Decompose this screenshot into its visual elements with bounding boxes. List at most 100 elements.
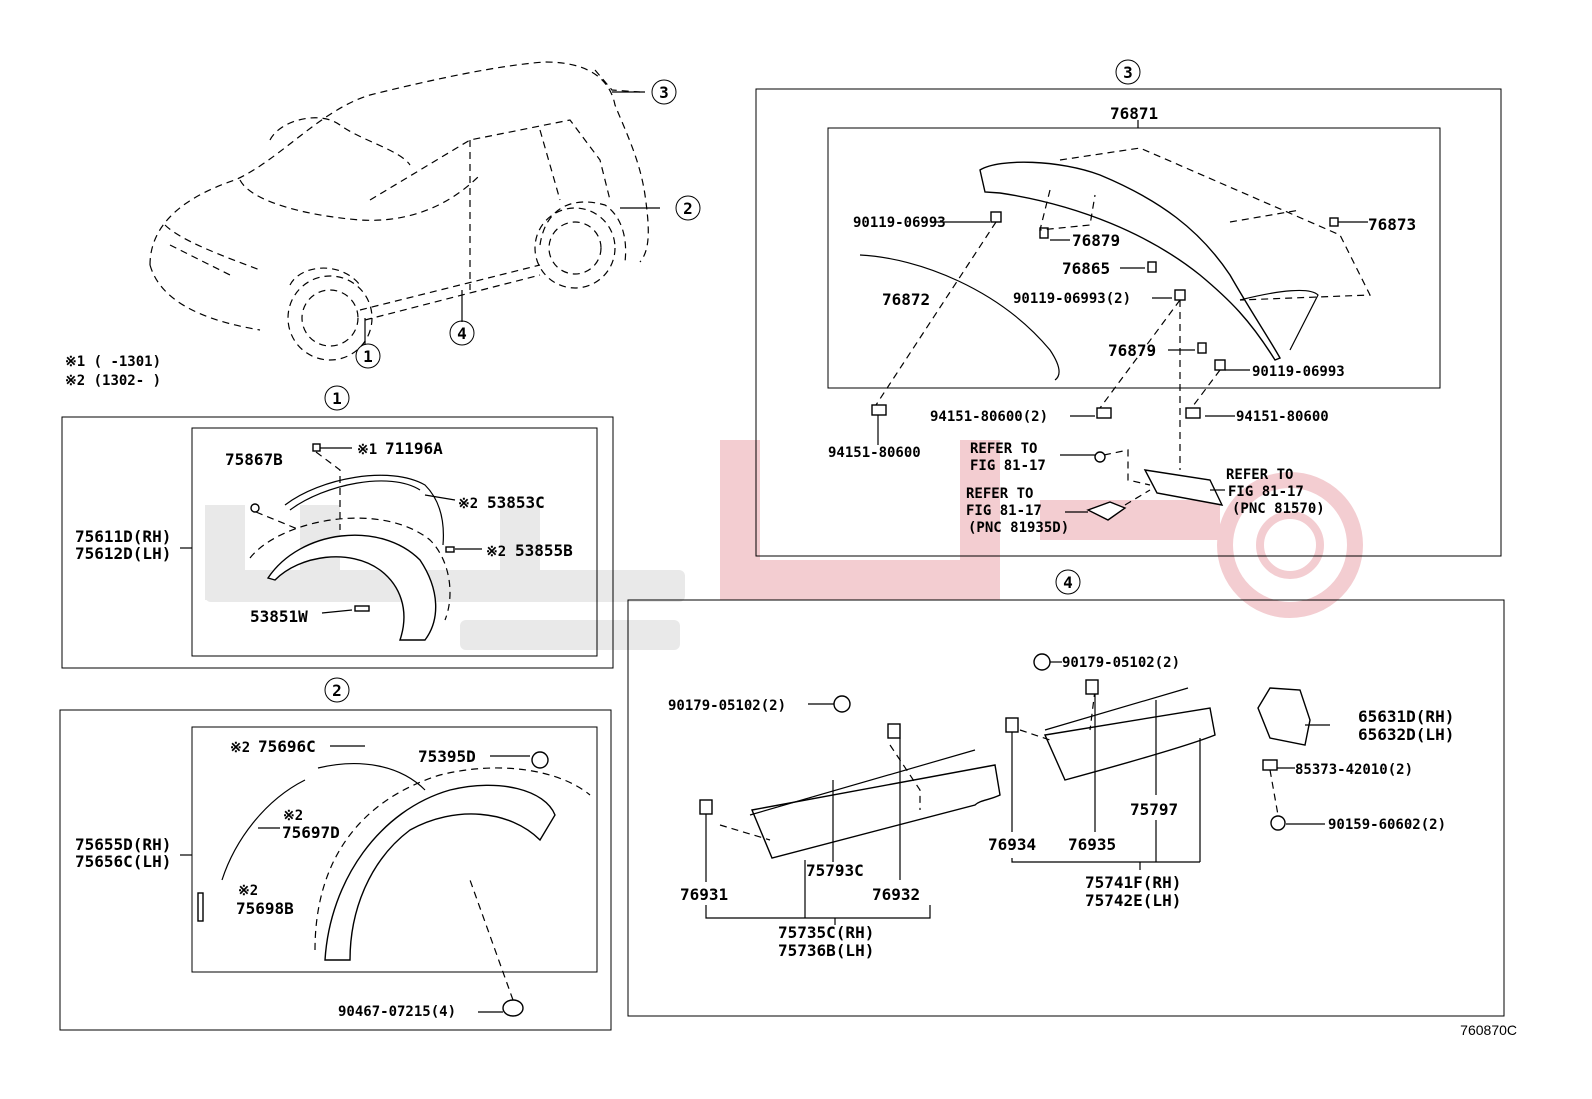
note-2: ※2 (1302- ) bbox=[65, 373, 161, 389]
part-76865: 76865 bbox=[1062, 259, 1110, 278]
callout-1-car[interactable]: 1 bbox=[355, 343, 381, 369]
vehicle-overview bbox=[149, 61, 660, 361]
part-53853c: 53853C bbox=[487, 493, 545, 512]
section-3-callout[interactable] bbox=[1115, 59, 1141, 85]
part-76932: 76932 bbox=[872, 885, 920, 904]
section-2-assembly-rh: 75655D(RH) bbox=[75, 835, 171, 854]
part-53855b-prefix: ※2 bbox=[486, 544, 506, 560]
callout-4-car[interactable]: 4 bbox=[449, 320, 475, 346]
part-76934: 76934 bbox=[988, 835, 1036, 854]
clip-76934-icon bbox=[1005, 717, 1019, 733]
callout-2-car[interactable]: 2 bbox=[675, 195, 701, 221]
clip-90119-b-icon bbox=[1174, 289, 1186, 301]
section-1-frame bbox=[61, 416, 614, 669]
section-1-assembly-lh: 75612D(LH) bbox=[75, 544, 171, 563]
section-4-rocker-moulding: 4 bbox=[627, 569, 1505, 1017]
clip-76931-icon bbox=[699, 799, 713, 815]
clip-53851w-icon bbox=[354, 605, 370, 612]
part-75696c-prefix: ※2 bbox=[230, 740, 250, 756]
section-4-frame bbox=[627, 599, 1505, 1017]
part-90119-b: 90119-06993(2) bbox=[1013, 291, 1131, 307]
part-75797: 75797 bbox=[1130, 800, 1178, 819]
section-2-frame bbox=[59, 709, 612, 1031]
spoiler-seal bbox=[859, 254, 1060, 381]
refer-2-line-3[interactable]: (PNC 81935D) bbox=[968, 520, 1069, 536]
part-71196a-prefix: ※1 bbox=[357, 442, 377, 458]
part-75696c: 75696C bbox=[258, 737, 316, 756]
refer-3-line-3[interactable]: (PNC 81570) bbox=[1232, 501, 1325, 517]
part-75741f: 75741F(RH) bbox=[1085, 873, 1181, 892]
callout-2-label: 2 bbox=[683, 199, 693, 218]
part-90179-a: 90179-05102(2) bbox=[668, 698, 786, 714]
part-76879-b: 76879 bbox=[1108, 341, 1156, 360]
part-76935: 76935 bbox=[1068, 835, 1116, 854]
section-3-frame bbox=[755, 88, 1502, 557]
section-2-fender-flare-rear: 2 bbox=[59, 677, 612, 1031]
callout-3-label: 3 bbox=[659, 83, 669, 102]
part-75698b: 75698B bbox=[236, 899, 294, 918]
connector-icon bbox=[1086, 501, 1127, 521]
part-94151-c: 94151-80600 bbox=[1236, 409, 1329, 425]
clip-76879-a-icon bbox=[1039, 227, 1049, 239]
section-1-number: 1 bbox=[332, 389, 342, 408]
spoiler-body bbox=[979, 161, 1281, 361]
refer-3-line-2[interactable]: FIG 81-17 bbox=[1228, 484, 1304, 500]
part-90119-a: 90119-06993 bbox=[853, 215, 946, 231]
refer-1-line-1[interactable]: REFER TO bbox=[970, 441, 1037, 457]
section-4-number: 4 bbox=[1063, 573, 1073, 592]
part-76872: 76872 bbox=[882, 290, 930, 309]
diagram-code: 760870C bbox=[1460, 1022, 1517, 1038]
section-2-callout[interactable] bbox=[324, 677, 350, 703]
section-2-inner-frame bbox=[191, 726, 598, 973]
section-3-number: 3 bbox=[1123, 63, 1133, 82]
part-94151-b: 94151-80600 bbox=[828, 445, 921, 461]
clip-85373-icon bbox=[1262, 759, 1278, 771]
clip-76865-icon bbox=[1147, 261, 1157, 273]
part-85373: 85373-42010(2) bbox=[1295, 762, 1413, 778]
part-75742e: 75742E(LH) bbox=[1085, 891, 1181, 910]
part-90159: 90159-60602(2) bbox=[1328, 817, 1446, 833]
clip-94151-c-icon bbox=[1185, 407, 1201, 419]
clip-90119-a-icon bbox=[990, 211, 1002, 223]
callout-3-car[interactable]: 3 bbox=[651, 79, 677, 105]
clip-53855b-icon bbox=[445, 546, 455, 553]
part-65631d: 65631D(RH) bbox=[1358, 707, 1454, 726]
part-90119-c: 90119-06993 bbox=[1252, 364, 1345, 380]
part-75735c: 75735C(RH) bbox=[778, 923, 874, 942]
part-75697d: 75697D bbox=[282, 823, 340, 842]
part-65632d: 65632D(LH) bbox=[1358, 725, 1454, 744]
section-1-inner-frame bbox=[191, 427, 598, 657]
refer-2-line-1[interactable]: REFER TO bbox=[966, 486, 1033, 502]
clip-76873-icon bbox=[1329, 217, 1339, 227]
part-76931: 76931 bbox=[680, 885, 728, 904]
clip-75395d-icon bbox=[531, 751, 549, 769]
section-4-callout[interactable] bbox=[1055, 569, 1081, 595]
part-53851w: 53851W bbox=[250, 607, 308, 626]
rear-flare-shape bbox=[324, 784, 556, 961]
refer-1-line-2[interactable]: FIG 81-17 bbox=[970, 458, 1046, 474]
clip-94151-b-icon bbox=[871, 404, 887, 416]
part-75395d: 75395D bbox=[418, 747, 476, 766]
part-53853c-prefix: ※2 bbox=[458, 496, 478, 512]
section-1-callout[interactable] bbox=[324, 385, 350, 411]
stop-lamp-icon bbox=[1143, 469, 1224, 506]
refer-3-line-1[interactable]: REFER TO bbox=[1226, 467, 1293, 483]
part-94151-a: 94151-80600(2) bbox=[930, 409, 1048, 425]
callout-4-label: 4 bbox=[457, 324, 467, 343]
clip-76935-icon bbox=[1085, 679, 1099, 695]
part-76871: 76871 bbox=[1110, 104, 1158, 123]
part-76873: 76873 bbox=[1368, 215, 1416, 234]
clip-71196a-icon bbox=[312, 443, 321, 452]
section-1-fender-liner: 1 bbox=[61, 385, 614, 669]
clip-90467-icon bbox=[502, 999, 524, 1017]
refer-2-line-2[interactable]: FIG 81-17 bbox=[966, 503, 1042, 519]
part-71196a: 71196A bbox=[385, 439, 443, 458]
clip-75698b-icon bbox=[197, 892, 204, 922]
fender-flare-shape bbox=[266, 534, 437, 641]
rear-moulding-shape bbox=[1043, 707, 1216, 781]
clip-94151-a-icon bbox=[1096, 407, 1112, 419]
clip-90119-c-icon bbox=[1214, 359, 1226, 371]
note-1: ※1 ( -1301) bbox=[65, 354, 161, 370]
